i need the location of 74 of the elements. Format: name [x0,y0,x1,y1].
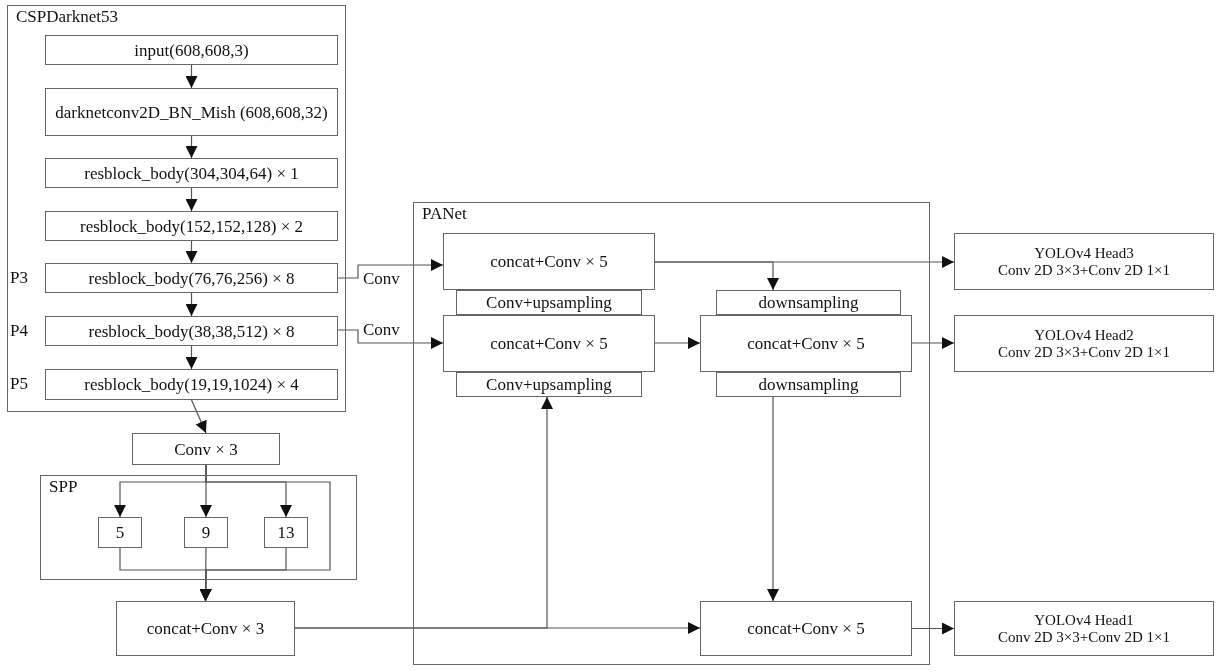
arrow [911,337,955,349]
box-subtitle: Conv 2D 3×3+Conv 2D 1×1 [997,261,1171,279]
arrow [337,329,444,349]
box-label: concat+Conv × 5 [490,334,608,353]
box-label: concat+Conv × 5 [747,334,865,353]
arrow [294,396,553,629]
box-subtitle: Conv 2D 3×3+Conv 2D 1×1 [997,628,1171,646]
arrow [654,337,701,349]
box-label: concat+Conv × 5 [747,619,865,638]
box-label: Conv × 3 [174,439,238,459]
process-box [443,233,655,290]
process-box [456,290,642,315]
level-label: P3 [10,268,28,288]
process-box [45,369,338,400]
arrow [185,135,198,159]
box-label: downsampling [758,375,859,394]
process-box [954,233,1214,290]
process-box [716,290,901,315]
box-label: 13 [277,523,295,542]
box-label: darknetconv2D_BN_Mish (608,608,32) [55,102,328,122]
process-box [954,601,1214,656]
process-box [45,263,338,293]
box-subtitle: Conv 2D 3×3+Conv 2D 1×1 [997,343,1171,361]
arrow [190,399,207,434]
box-label: Conv+upsampling [486,293,612,312]
box-label: 5 [115,523,125,542]
process-box [132,433,280,465]
arrow [185,345,198,370]
process-box [45,158,338,188]
box-label: YOLOv4 Head1 [1034,611,1134,629]
arrow [337,259,444,279]
box-label: YOLOv4 Head2 [1034,326,1134,344]
process-box [443,315,655,372]
box-label: resblock_body(38,38,512) × 8 [88,321,295,341]
process-box [116,601,295,656]
process-box [700,601,912,656]
arrow [767,396,779,602]
box-label: YOLOv4 Head3 [1034,244,1134,262]
box-label: input(608,608,3) [134,40,249,60]
box-label: resblock_body(76,76,256) × 8 [88,268,295,288]
box-label: downsampling [758,293,859,312]
process-box [98,517,142,548]
process-box [456,372,642,397]
box-label: resblock_body(19,19,1024) × 4 [84,375,299,394]
arrow [185,64,198,89]
level-label: P5 [10,374,28,394]
group-title: SPP [49,477,78,497]
process-box [700,315,912,372]
process-box [716,372,901,397]
arrow [185,187,198,212]
group-frame [413,202,930,665]
process-box [954,315,1214,372]
group-title: CSPDarknet53 [16,7,118,27]
level-label: P4 [10,321,28,341]
box-label: Conv+upsampling [486,375,612,394]
process-box [45,316,338,346]
arrow [185,292,198,317]
group-frame [7,5,346,412]
arrow [654,261,779,291]
box-label: resblock_body(152,152,128) × 2 [80,216,303,236]
arrow [185,240,198,264]
group-frame [40,475,357,580]
box-label: 9 [201,523,211,542]
box-label: resblock_body(304,304,64) × 1 [84,163,299,183]
process-box [45,211,338,241]
process-box [184,517,228,548]
process-box [45,88,338,136]
group-title: PANet [422,204,467,224]
arrow [199,464,331,602]
box-label: concat+Conv × 5 [490,252,608,271]
arrow [911,622,955,635]
process-box [45,35,338,65]
process-box [264,517,308,548]
box-label: concat+Conv × 3 [146,619,265,638]
